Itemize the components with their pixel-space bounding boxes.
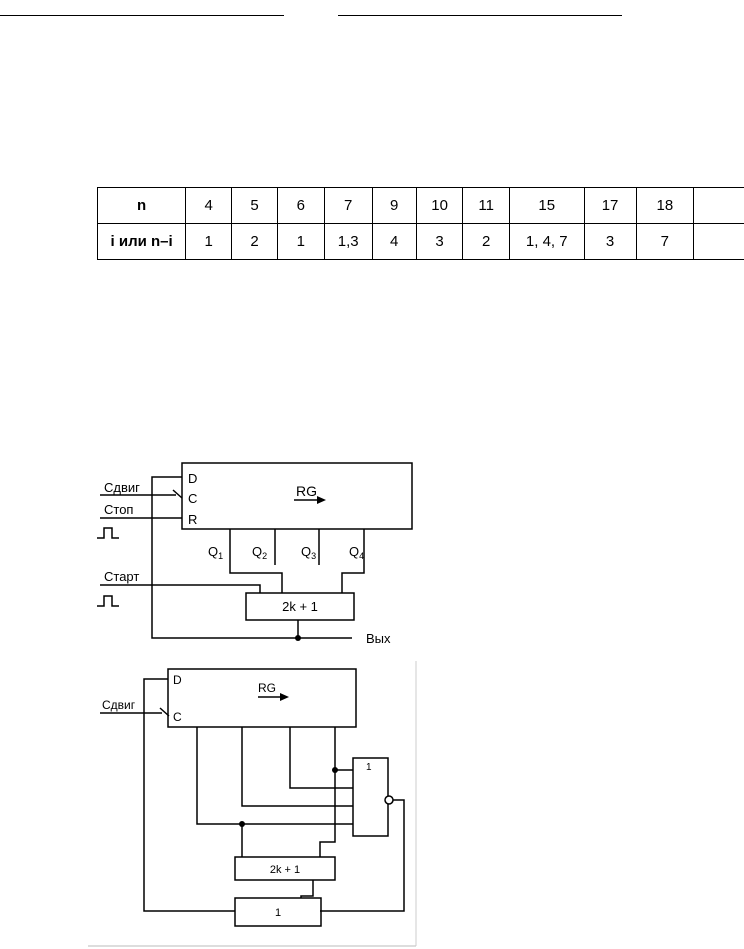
output-q3: Q3	[301, 544, 316, 561]
adder-to-trigger	[300, 880, 314, 898]
or-out-wire	[320, 799, 405, 912]
output-q2: Q2	[252, 544, 267, 561]
adder-label: 2k + 1	[282, 599, 318, 614]
output-q4: Q4	[349, 544, 364, 561]
feedback-wire	[151, 476, 298, 639]
cell-i: 2	[231, 223, 278, 260]
table-row-i: i или n–i 1 2 1 1,3 4 3 2 1, 4, 7 3 7	[96, 223, 744, 260]
junction-dot	[239, 821, 245, 827]
label-shift: Сдвиг	[104, 480, 140, 495]
cell-n: 5	[231, 187, 278, 224]
register-box-2	[167, 668, 357, 728]
header-rule-left	[0, 15, 284, 16]
header-rule-right	[338, 15, 622, 16]
out-wire	[297, 620, 352, 639]
trigger-label: 1	[275, 907, 281, 919]
cell-i: 3	[415, 223, 464, 260]
q4-to-adder	[319, 770, 336, 857]
output-q1: Q1	[208, 544, 223, 561]
row-header-n: n	[96, 187, 187, 224]
q2-wire-2	[241, 727, 353, 807]
shift-wire-2	[100, 707, 170, 717]
register-label-2: RG	[258, 681, 276, 695]
q4-wire-2	[334, 727, 353, 771]
circuit-2	[88, 661, 417, 947]
cell-i: 2	[462, 223, 510, 260]
shift-arrow-head	[317, 496, 326, 504]
start-pulse	[97, 595, 119, 607]
q1-wire	[229, 529, 283, 593]
cell-n: 11	[462, 187, 510, 224]
cell-i: 3	[583, 223, 637, 260]
cell-i: 1,3	[323, 223, 373, 260]
register-box	[181, 462, 413, 530]
label-shift-2: Сдвиг	[102, 698, 136, 712]
output-label: Вых	[366, 631, 391, 646]
adder-box-2	[234, 856, 336, 881]
table-row-n: n 4 5 6 7 9 10 11 15 17 18	[96, 187, 744, 224]
cell-i: 1	[276, 223, 325, 260]
adder-label-2: 2k + 1	[270, 864, 300, 876]
trigger-box	[234, 897, 322, 927]
cell-i: 4	[371, 223, 417, 260]
inverter-bubble	[384, 795, 394, 805]
start-wire	[100, 584, 261, 593]
pin-c: C	[188, 491, 197, 506]
cell-n: 15	[509, 187, 585, 224]
feedback-wire-2	[143, 678, 235, 912]
circuit-marks	[239, 496, 394, 827]
cell-n: 9	[371, 187, 417, 224]
shift-wire	[100, 489, 183, 499]
pin-d-2: D	[173, 673, 182, 687]
q3-wire-2	[289, 727, 353, 789]
q4-wire	[341, 529, 365, 593]
circuit-1	[97, 462, 413, 728]
register-label: RG	[296, 483, 317, 499]
label-stop: Стоп	[104, 502, 133, 517]
cell-i: 1	[185, 223, 233, 260]
adder-box	[245, 592, 355, 621]
row-header-i: i или n–i	[96, 223, 187, 260]
circuit-1-labels: D C R Сдвиг Стоп Старт RG Q1 Q2 Q3 Q4 2k…	[104, 471, 391, 646]
cell-i: 7	[635, 223, 695, 260]
cell-n: 10	[415, 187, 464, 224]
q1-wire-2	[196, 727, 353, 825]
label-start: Старт	[104, 569, 139, 584]
shift-arrow-head-2	[280, 693, 289, 701]
pin-c-2: C	[173, 710, 182, 724]
cell-truncated	[693, 223, 744, 260]
pin-r: R	[188, 512, 197, 527]
or-gate-label: 1	[366, 762, 372, 773]
pin-d: D	[188, 471, 197, 486]
stop-pulse	[97, 527, 119, 539]
n-i-table: n 4 5 6 7 9 10 11 15 17 18 i или n–i 1 2…	[96, 187, 744, 260]
junction-dot	[332, 767, 338, 773]
junction-dot	[295, 635, 301, 641]
circuit-2-labels: D C Сдвиг RG 1 2k + 1 1	[102, 673, 372, 919]
